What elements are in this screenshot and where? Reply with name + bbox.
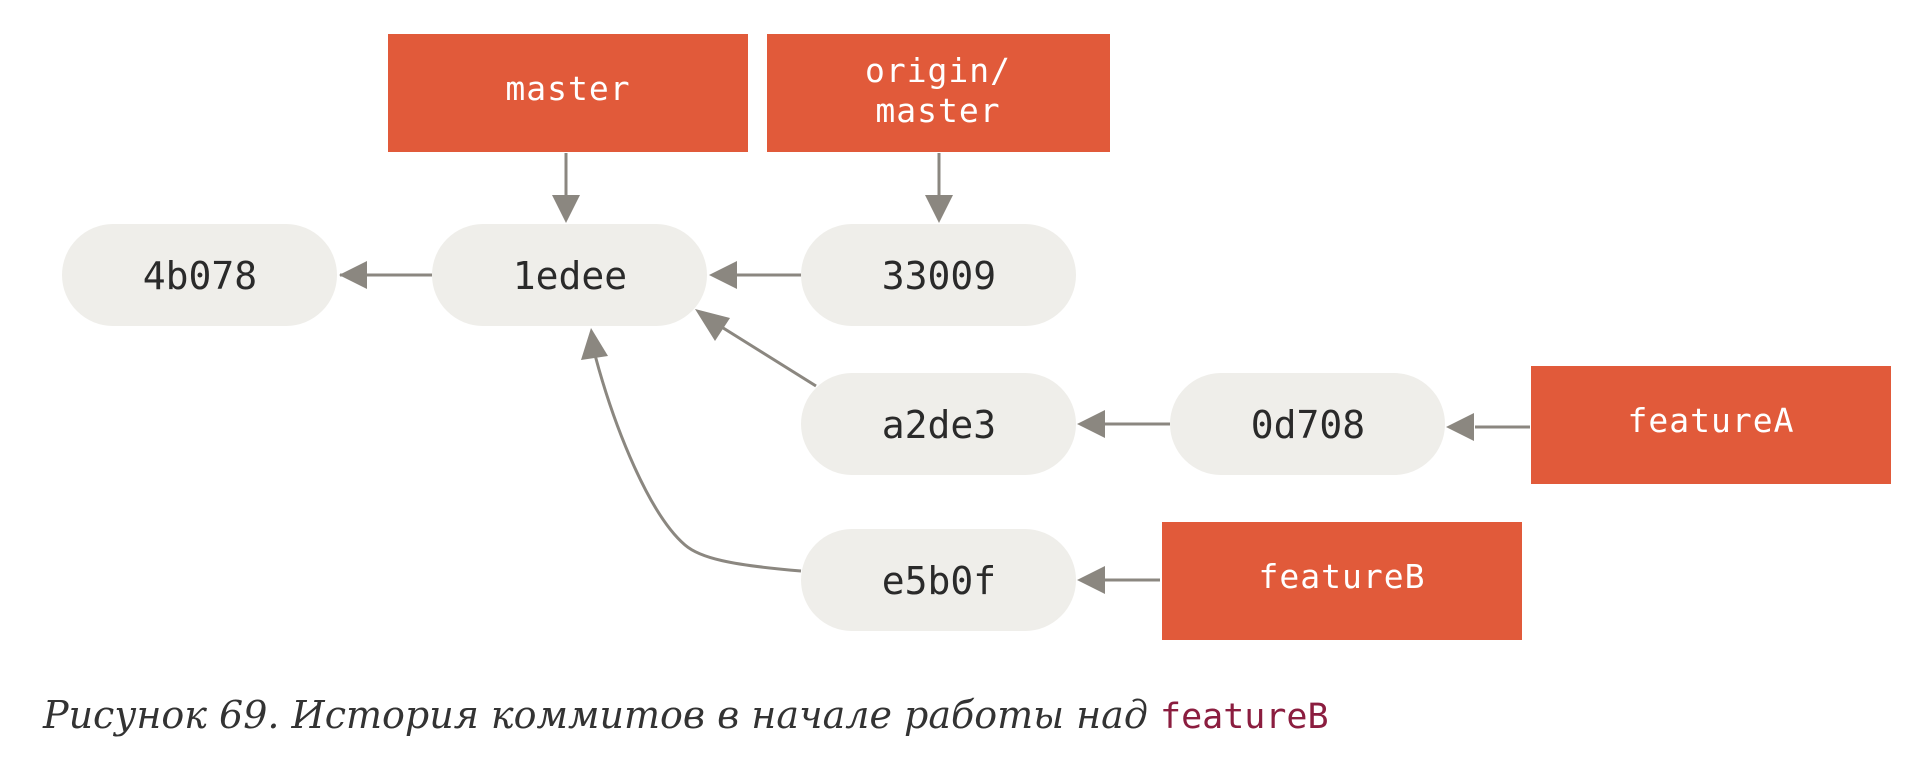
arrowhead-a2de3 bbox=[1077, 410, 1105, 438]
commit-33009-label: 33009 bbox=[882, 254, 996, 298]
arrowhead-1edee-from-33009 bbox=[709, 261, 737, 289]
commit-a2de3-label: a2de3 bbox=[882, 403, 996, 447]
edges bbox=[339, 153, 1530, 594]
commit-e5b0f-label: e5b0f bbox=[882, 559, 996, 603]
figure-caption-text: Рисунок 69. История коммитов в начале ра… bbox=[43, 693, 1160, 737]
arrowhead-4b078 bbox=[339, 261, 367, 289]
arrowhead-33009 bbox=[925, 195, 953, 223]
commit-0d708-label: 0d708 bbox=[1251, 403, 1365, 447]
branch-labels: master origin/ master featureA featureB bbox=[388, 34, 1891, 640]
branch-featureA: featureA bbox=[1531, 366, 1891, 484]
edge-a2de3-to-1edee bbox=[719, 324, 817, 388]
branch-origin-master-label-line1: origin/ bbox=[865, 51, 1011, 90]
commit-e5b0f: e5b0f bbox=[801, 529, 1076, 631]
commit-4b078-label: 4b078 bbox=[143, 254, 257, 298]
commit-a2de3: a2de3 bbox=[801, 373, 1076, 475]
branch-featureB-label: featureB bbox=[1259, 557, 1426, 596]
branch-origin-master-label-line2: master bbox=[875, 91, 1000, 130]
figure-caption-code: featureB bbox=[1160, 697, 1329, 737]
arrowhead-e5b0f bbox=[1077, 566, 1105, 594]
commit-1edee-label: 1edee bbox=[513, 254, 627, 298]
commit-33009: 33009 bbox=[801, 224, 1076, 326]
arrowhead-1edee-from-e5b0f bbox=[581, 328, 608, 360]
arrowhead-1edee-from-a2de3 bbox=[695, 309, 730, 341]
branch-featureB: featureB bbox=[1162, 522, 1522, 640]
commit-nodes: 4b078 1edee 33009 a2de3 0d708 e5b0f bbox=[62, 224, 1445, 631]
branch-master-label: master bbox=[505, 69, 630, 108]
figure-caption: Рисунок 69. История коммитов в начале ра… bbox=[43, 696, 1329, 735]
arrowhead-1edee-from-master bbox=[552, 195, 580, 223]
arrowhead-0d708 bbox=[1446, 413, 1474, 441]
edge-e5b0f-to-1edee bbox=[593, 354, 802, 573]
branch-featureA-label: featureA bbox=[1628, 401, 1795, 440]
commit-0d708: 0d708 bbox=[1170, 373, 1445, 475]
commit-4b078: 4b078 bbox=[62, 224, 337, 326]
commit-1edee: 1edee bbox=[432, 224, 707, 326]
branch-master: master bbox=[388, 34, 748, 152]
branch-origin-master: origin/ master bbox=[767, 34, 1110, 152]
